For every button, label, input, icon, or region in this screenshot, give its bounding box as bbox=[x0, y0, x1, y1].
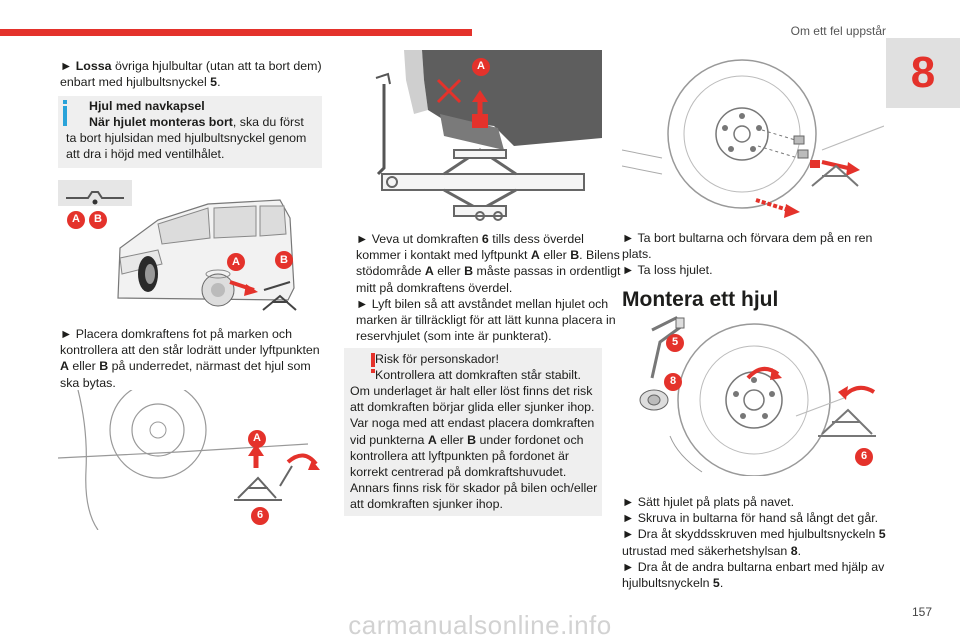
jack-under-wheel-illustration bbox=[58, 390, 320, 530]
jack-crank-illustration bbox=[344, 50, 602, 230]
label-a-3: A bbox=[253, 432, 261, 444]
label-b-2: B bbox=[280, 254, 288, 266]
info-title: Hjul med navkapsel bbox=[89, 99, 205, 113]
warning-body: Om underlaget är halt eller löst finns d… bbox=[350, 384, 598, 512]
col1-paragraph-2: ► Placera domkraftens fot på marken och … bbox=[60, 327, 320, 390]
info-line-3: att dra i höjd med ventilhålet. bbox=[66, 147, 225, 161]
warning-line-1: Kontrollera att domkraften står stabilt. bbox=[375, 368, 581, 382]
watermark: carmanualsonline.info bbox=[348, 610, 612, 640]
label-6b: 6 bbox=[860, 450, 868, 462]
chapter-tab bbox=[886, 38, 960, 108]
page-number: 157 bbox=[911, 605, 932, 619]
info-line-2: ta bort hjulsidan med hjulbultsnyckel ge… bbox=[66, 131, 307, 145]
label-a-circle-4 bbox=[472, 58, 490, 76]
label-a: A bbox=[72, 213, 80, 225]
info-icon-dot bbox=[63, 100, 67, 104]
col3-paragraph-1: ► Ta bort bultarna och förvara dem på en… bbox=[622, 231, 873, 278]
col2-paragraph-1: ► Veva ut domkraften 6 tills dess överde… bbox=[356, 232, 621, 344]
label-6: 6 bbox=[256, 509, 264, 521]
header-accent-bar bbox=[0, 29, 472, 36]
label-a-4: A bbox=[477, 60, 485, 72]
wheel-removal-illustration bbox=[622, 59, 884, 218]
col1-paragraph-1: ► Lossa övriga hjulbultar (utan att ta b… bbox=[60, 59, 322, 90]
col3-paragraph-2: ► Sätt hjulet på plats på navet. ► Skruv… bbox=[622, 495, 886, 591]
warning-title: Risk för personskador! bbox=[375, 352, 499, 366]
label-5: 5 bbox=[671, 336, 679, 348]
label-6b-circle bbox=[855, 448, 873, 466]
van-jack-illustration bbox=[58, 180, 297, 311]
section-title: Om ett fel uppstår bbox=[790, 24, 886, 38]
warning-icon-dot bbox=[371, 369, 375, 373]
label-a-circle-3 bbox=[248, 430, 266, 448]
chapter-number: 8 bbox=[910, 48, 936, 97]
heading-montera-ett-hjul: Montera ett hjul bbox=[622, 288, 779, 311]
label-6-circle bbox=[251, 507, 269, 525]
label-b: B bbox=[94, 213, 102, 225]
label-8: 8 bbox=[669, 375, 677, 387]
warning-icon bbox=[371, 353, 375, 367]
wheel-mount-illustration bbox=[639, 316, 876, 476]
label-pair-ab-2 bbox=[227, 251, 293, 271]
label-8-circle bbox=[664, 373, 682, 391]
label-5-circle bbox=[666, 334, 684, 352]
label-pair-ab bbox=[67, 211, 107, 229]
info-line-1: När hjulet monteras bort, ska du först bbox=[89, 115, 304, 129]
info-box bbox=[58, 96, 322, 168]
warning-box bbox=[344, 348, 602, 516]
label-a-2: A bbox=[232, 256, 240, 268]
info-icon bbox=[63, 106, 67, 126]
